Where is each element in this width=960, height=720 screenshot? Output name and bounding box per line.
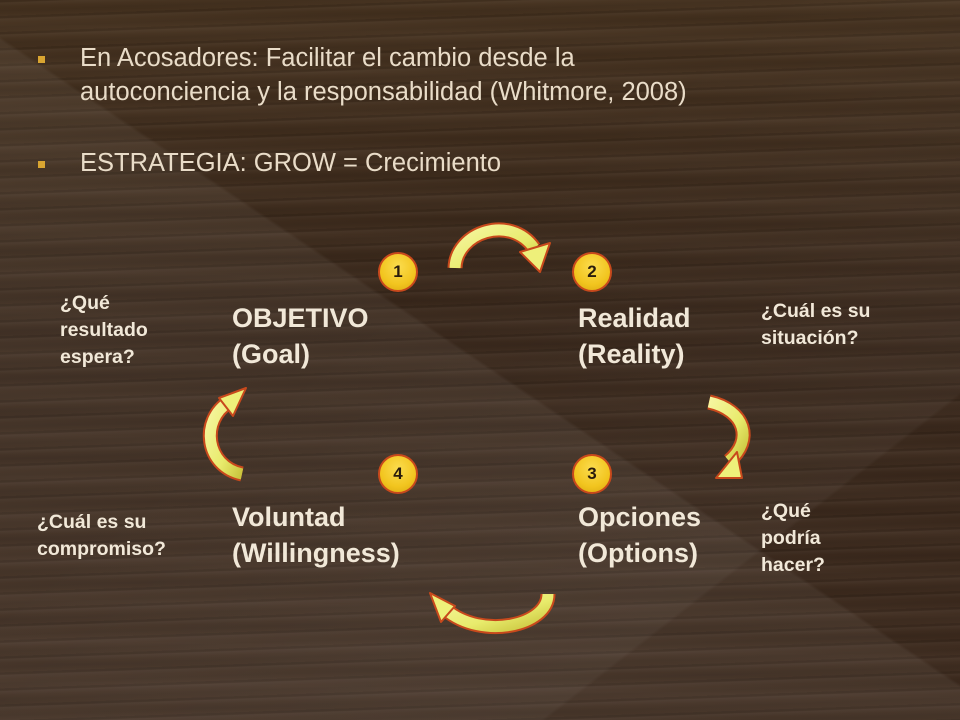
node-will-subtitle: (Willingness) [232,538,400,568]
question-options-line-1: ¿Qué [761,500,811,522]
question-will-line-1: ¿Cuál es su [37,511,147,533]
question-will-line-2: compromiso? [37,538,166,560]
question-reality-line-1: ¿Cuál es su [761,300,871,322]
node-goal-subtitle: (Goal) [232,339,310,369]
arrow-options-to-will-icon [429,592,556,635]
node-options-title: Opciones [578,502,702,532]
bullet-text: ESTRATEGIA: GROW = Crecimiento [80,149,502,177]
question-goal-line-2: resultado [60,319,148,341]
node-will-title: Voluntad [232,502,346,532]
arrow-goal-to-reality-icon [447,222,551,273]
bullet-square-icon [38,161,45,168]
arrow-reality-to-options-icon [706,394,751,479]
arrow-will-to-goal-icon [202,387,247,482]
bullet-text-line-1: En Acosadores: Facilitar el cambio desde… [80,44,575,72]
step-badge-1: 1 [378,252,418,292]
question-will: ¿Cuál es su compromiso? [37,509,166,563]
node-reality-title: Realidad [578,303,691,333]
node-options-subtitle: (Options) [578,538,698,568]
question-goal-line-3: espera? [60,346,135,368]
node-reality-subtitle: (Reality) [578,339,685,369]
bullet-item-1: En Acosadores: Facilitar el cambio desde… [38,41,923,109]
node-reality: Realidad (Reality) [578,300,691,372]
question-reality: ¿Cuál es su situación? [761,298,870,352]
step-badge-3: 3 [572,454,612,494]
node-options: Opciones (Options) [578,499,701,571]
bullet-square-icon [38,56,45,63]
question-goal: ¿Qué resultado espera? [60,290,148,371]
bullet-item-2: ESTRATEGIA: GROW = Crecimiento [38,146,923,180]
question-reality-line-2: situación? [761,327,859,349]
step-badge-4: 4 [378,454,418,494]
node-goal-title: OBJETIVO [232,303,369,333]
node-goal: OBJETIVO (Goal) [232,300,369,372]
step-badge-2: 2 [572,252,612,292]
bullet-text-line-2: autoconciencia y la responsabilidad (Whi… [80,78,687,106]
question-goal-line-1: ¿Qué [60,292,110,314]
question-options: ¿Qué podría hacer? [761,498,825,579]
question-options-line-3: hacer? [761,554,825,576]
question-options-line-2: podría [761,527,821,549]
node-will: Voluntad (Willingness) [232,499,400,571]
